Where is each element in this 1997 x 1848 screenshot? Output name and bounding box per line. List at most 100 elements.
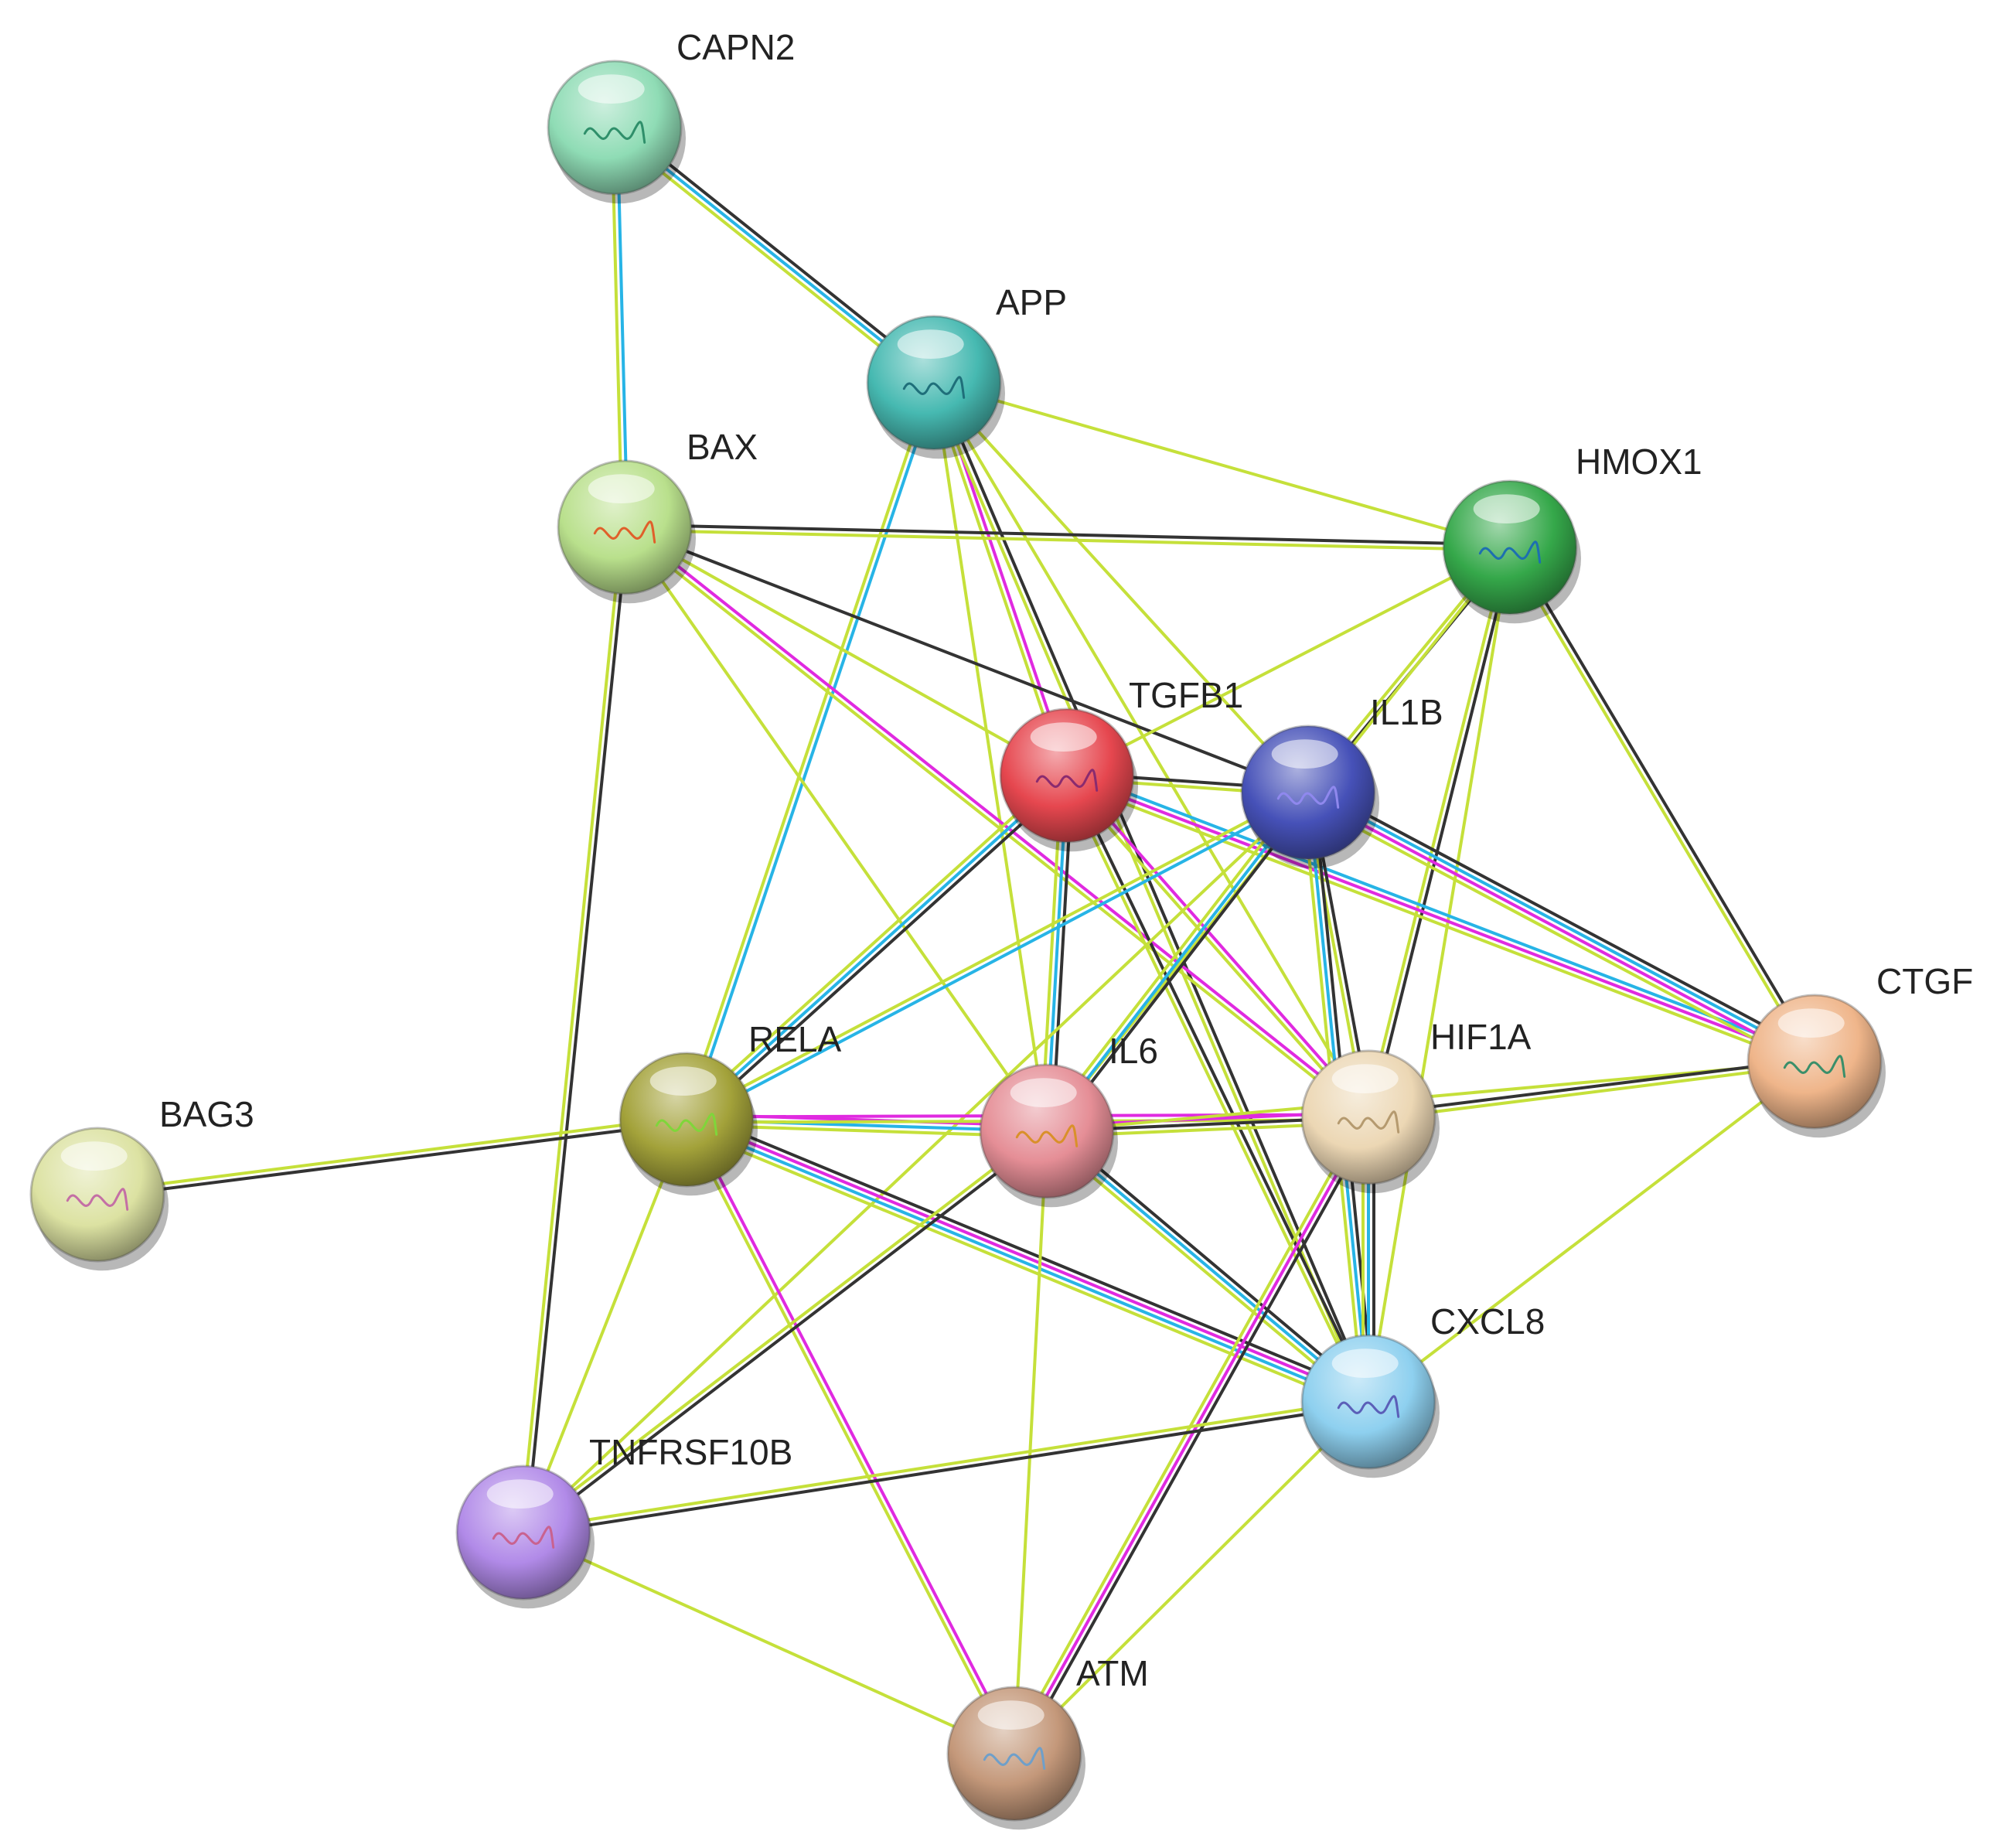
edge-strand-textmining (929, 382, 1066, 779)
edge-strand-database (613, 126, 935, 384)
edge-strand-coexpression (1310, 783, 1820, 1056)
edge-strand-coexpression (1017, 1118, 1375, 1758)
edge-tgfb1-cxcl8 (1062, 772, 1373, 1405)
node-tnfrsf10b[interactable]: TNFRSF10B (455, 1432, 792, 1609)
edge-strand-experiment (1065, 774, 1816, 1063)
edge-capn2-app (609, 121, 939, 389)
edge-strand-database (686, 793, 1311, 1124)
edge-strand-database (1307, 788, 1818, 1061)
edge-hif1a-ctgf (1366, 1057, 1817, 1122)
edge-strand-textmining (1303, 798, 1813, 1071)
edge-strand-textmining (1065, 546, 1511, 777)
edge-il1b-rela (683, 788, 1311, 1124)
edge-strand-database (1045, 791, 1310, 1133)
edge-app-rela (682, 380, 939, 1123)
edge-strand-textmining (1063, 776, 1368, 1121)
edge-strand-coexpression (523, 1131, 1051, 1536)
node-rim (1442, 479, 1578, 615)
edge-strand-coexpression (1048, 1125, 1374, 1400)
protein-structure-icon (66, 1188, 129, 1211)
edge-ctgf-cxcl8 (1367, 1060, 1816, 1403)
edge-strand-experiment (1067, 772, 1372, 1117)
edge-rela-tnfrsf10b (522, 1118, 688, 1534)
node-highlight (977, 1700, 1045, 1730)
edge-il1b-ctgf (1303, 783, 1820, 1071)
node-cxcl8[interactable]: CXCL8 (1300, 1301, 1545, 1478)
edge-strand-coexpression (623, 523, 1512, 547)
edge-layer (95, 121, 1820, 1758)
edge-hmox1-ctgf (1505, 544, 1819, 1065)
node-highlight (588, 474, 655, 504)
edge-strand-textmining (520, 1127, 1047, 1533)
node-highlight (1271, 739, 1338, 769)
edge-strand-textmining (95, 1115, 688, 1194)
node-label: CXCL8 (1430, 1301, 1545, 1342)
edge-app-il1b (932, 381, 1310, 794)
node-hmox1[interactable]: HMOX1 (1442, 442, 1702, 624)
protein-structure-icon (1783, 1055, 1846, 1078)
node-label: CTGF (1876, 961, 1973, 1001)
node-bag3[interactable]: BAG3 (29, 1094, 254, 1271)
edge-strand-database (615, 125, 629, 529)
node-bax[interactable]: BAX (557, 427, 758, 604)
node-label: IL6 (1109, 1031, 1158, 1071)
edge-strand-database (687, 382, 939, 1123)
edge-strand-coexpression (1068, 772, 1373, 1403)
node-rela[interactable]: RELA (619, 1019, 841, 1196)
edge-strand-textmining (683, 788, 1309, 1119)
edge-strand-textmining (623, 526, 1068, 777)
edge-il1b-tnfrsf10b (522, 791, 1310, 1534)
edge-tgfb1-hif1a (1063, 772, 1372, 1121)
node-tgfb1[interactable]: TGFB1 (999, 675, 1243, 852)
edge-strand-textmining (521, 1397, 1370, 1532)
edge-strand-textmining (681, 769, 1065, 1117)
edge-cxcl8-atm (1013, 1400, 1370, 1755)
node-app[interactable]: APP (866, 282, 1067, 459)
edge-strand-coexpression (96, 1120, 689, 1199)
edge-il6-atm (1013, 1130, 1048, 1755)
edge-strand-coexpression (1049, 794, 1314, 1137)
edge-strand-coexpression (623, 526, 1310, 794)
node-rim (946, 1686, 1082, 1822)
edge-strand-textmining (932, 381, 1370, 1119)
node-capn2[interactable]: CAPN2 (547, 27, 795, 204)
node-hif1a[interactable]: HIF1A (1300, 1017, 1532, 1194)
node-label: BAG3 (159, 1094, 254, 1134)
protein-structure-icon (1015, 1124, 1079, 1147)
node-label: TGFB1 (1129, 675, 1243, 715)
edge-strand-textmining (609, 130, 932, 389)
edge-strand-textmining (622, 528, 1511, 552)
edge-strand-experiment (686, 1115, 1372, 1401)
edge-strand-database (1067, 769, 1818, 1059)
node-rim (979, 1063, 1115, 1199)
edge-tnfrsf10b-atm (522, 1531, 1016, 1755)
edge-strand-textmining (623, 526, 1048, 1133)
edge-strand-experiment (625, 523, 1372, 1117)
node-rim (547, 60, 683, 196)
node-label: APP (996, 282, 1067, 322)
edge-bax-il6 (623, 526, 1048, 1133)
edge-strand-textmining (610, 126, 624, 530)
node-highlight (897, 329, 964, 360)
edge-il1b-il6 (1041, 787, 1314, 1137)
edge-hmox1-cxcl8 (1367, 546, 1511, 1403)
edge-strand-textmining (682, 380, 933, 1120)
protein-structure-icon (983, 1747, 1046, 1770)
edge-strand-textmining (681, 1125, 1367, 1411)
edge-strand-textmining (522, 1531, 1016, 1755)
node-highlight (486, 1479, 554, 1509)
edge-strand-coexpression (522, 1403, 1371, 1537)
edge-strand-textmining (522, 791, 1310, 1534)
node-atm[interactable]: ATM (946, 1653, 1149, 1830)
node-ctgf[interactable]: CTGF (1747, 961, 1973, 1138)
node-highlight (1331, 1348, 1399, 1379)
protein-structure-icon (1478, 540, 1542, 564)
node-rim (1300, 1334, 1436, 1470)
node-highlight (1030, 722, 1097, 752)
edge-strand-textmining (1367, 546, 1511, 1403)
edge-strand-experiment (687, 1117, 1019, 1754)
edge-strand-coexpression (1366, 1057, 1816, 1117)
node-il6[interactable]: IL6 (979, 1031, 1158, 1208)
node-label: CAPN2 (676, 27, 795, 67)
node-il1b[interactable]: IL1B (1240, 692, 1443, 869)
